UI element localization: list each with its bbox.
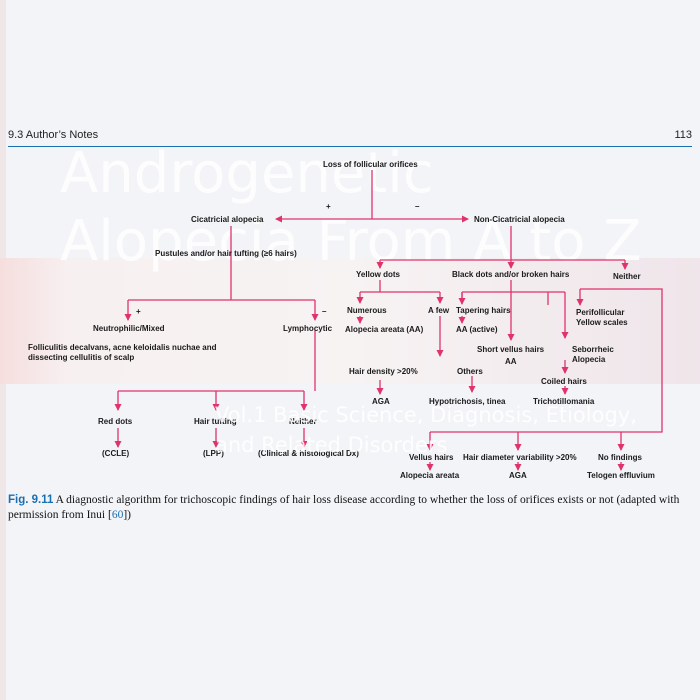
node-aa-2: AA — [505, 357, 517, 366]
node-ccle: (CCLE) — [102, 449, 130, 458]
node-aa-active: AA (active) — [456, 325, 498, 334]
reference-link[interactable]: 60 — [111, 509, 124, 521]
section-title: 9.3 Author’s Notes — [8, 129, 99, 141]
node-yellow-dots: Yellow dots — [356, 270, 401, 279]
caption-tail: ]) — [123, 509, 131, 521]
node-short-vellus: Short vellus hairs — [477, 345, 545, 354]
node-a-few: A few — [428, 306, 450, 315]
node-black-dots: Black dots and/or broken hairs — [452, 270, 570, 279]
node-folliculitis: Folliculitis decalvans, acne keloidalis … — [28, 343, 217, 362]
figure-label: Fig. 9.11 — [8, 494, 54, 506]
figure-caption: Fig. 9.11 A diagnostic algorithm for tri… — [8, 493, 692, 523]
node-trichotillomania: Trichotillomania — [533, 397, 595, 406]
sign-minus-2: – — [322, 307, 327, 316]
node-aa: Alopecia areata (AA) — [345, 325, 424, 334]
node-perifollicular: Perifollicular Yellow scales — [576, 308, 628, 327]
node-telogen: Telogen effluvium — [587, 471, 655, 480]
node-alopecia-areata: Alopecia areata — [400, 471, 460, 480]
edge-neither-right-loop — [430, 288, 663, 433]
node-vellus: Vellus hairs — [409, 453, 454, 462]
node-noncicatricial: Non-Cicatricial alopecia — [474, 215, 565, 224]
node-lymphocytic: Lymphocytic — [283, 324, 333, 333]
node-neutrophilic: Neutrophilic/Mixed — [93, 324, 165, 333]
node-red-dots: Red dots — [98, 417, 133, 426]
node-numerous: Numerous — [347, 306, 387, 315]
header-rule — [8, 146, 692, 147]
node-neither-left: Neither — [289, 417, 317, 426]
node-aga-2: AGA — [509, 471, 527, 480]
node-hair-density: Hair density >20% — [349, 367, 418, 376]
caption-text: A diagnostic algorithm for trichoscopic … — [8, 494, 680, 521]
node-hypotrichosis: Hypotrichosis, tinea — [429, 397, 506, 406]
node-others: Others — [457, 367, 483, 376]
node-pustules: Pustules and/or hair tufting (≥6 hairs) — [155, 249, 297, 258]
sign-plus-2: + — [136, 307, 141, 316]
node-coiled: Coiled hairs — [541, 377, 587, 386]
node-tapering: Tapering hairs — [456, 306, 511, 315]
page-number: 113 — [674, 129, 692, 141]
sign-plus-1: + — [326, 202, 331, 211]
node-clinical: (Clinical & histological Dx) — [258, 449, 359, 458]
node-no-findings: No findings — [598, 453, 642, 462]
node-cicatricial: Cicatricial alopecia — [191, 215, 264, 224]
node-lpp: (LPP) — [203, 449, 224, 458]
sign-minus-1: – — [415, 202, 420, 211]
node-aga-1: AGA — [372, 397, 390, 406]
node-neither-right: Neither — [613, 272, 641, 281]
node-hair-tufting: Hair tufting — [194, 417, 237, 426]
node-seborrheic: Seborrheic Alopecia — [572, 345, 614, 364]
node-hair-diameter: Hair diameter variability >20% — [463, 453, 577, 462]
node-root: Loss of follicular orifices — [323, 160, 418, 169]
watermark-band — [0, 258, 700, 384]
